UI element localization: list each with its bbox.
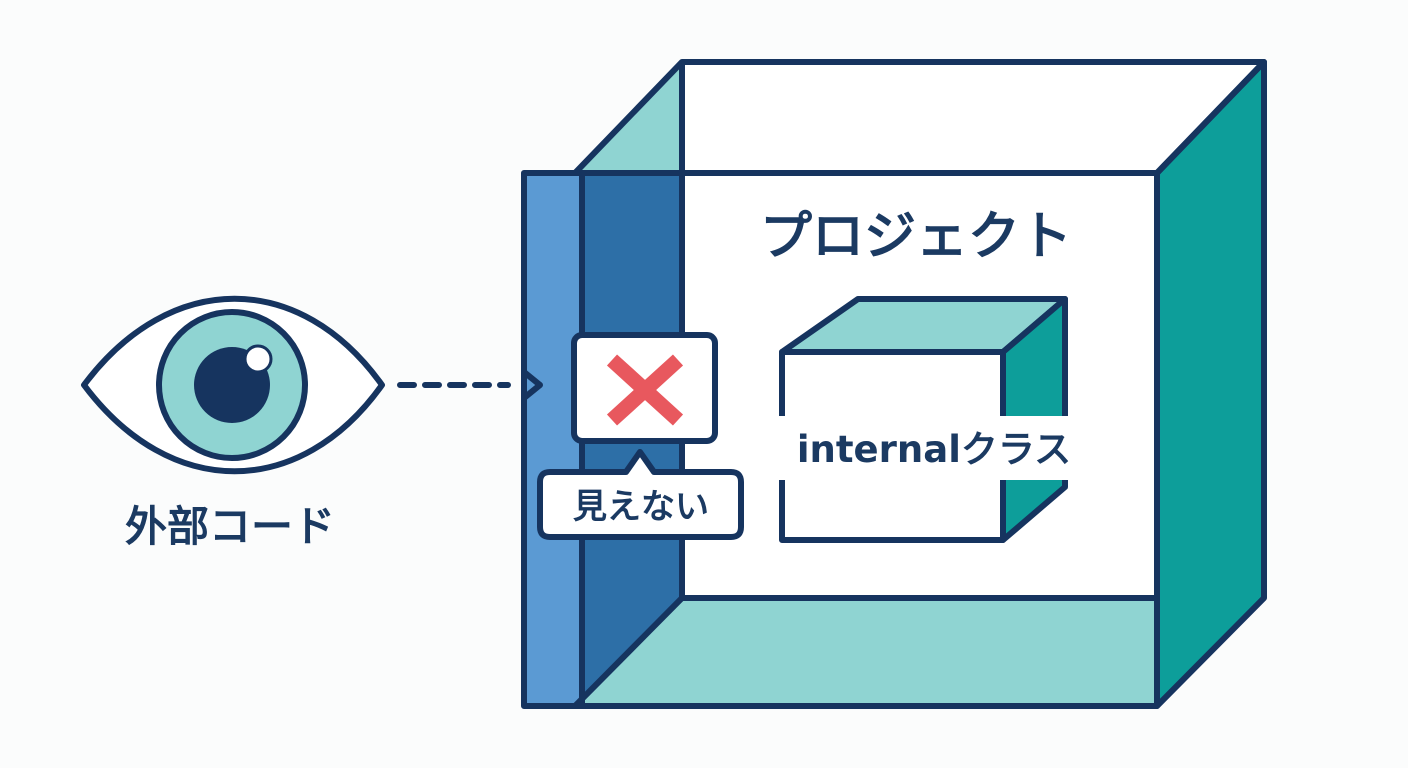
blocked-marker [571, 332, 718, 444]
eye-icon [81, 295, 385, 475]
project-label: プロジェクト [760, 207, 1072, 267]
cross-icon [606, 354, 684, 426]
blocked-label: 見えない [573, 487, 709, 527]
project-box-front-edge [524, 173, 582, 706]
outside-code-label: 外部コード [125, 502, 335, 551]
class-label-backdrop [777, 416, 1075, 480]
eye-highlight [243, 344, 273, 374]
project-box-floor [575, 598, 1157, 706]
project-box-right-face [1157, 62, 1264, 706]
gaze-arrow [397, 369, 543, 401]
internal-class-box [777, 296, 1075, 543]
class-label: internalクラス [797, 428, 1071, 471]
blocked-callout [537, 449, 744, 540]
project-box-top-face [575, 62, 1264, 173]
project-box [521, 59, 1267, 709]
